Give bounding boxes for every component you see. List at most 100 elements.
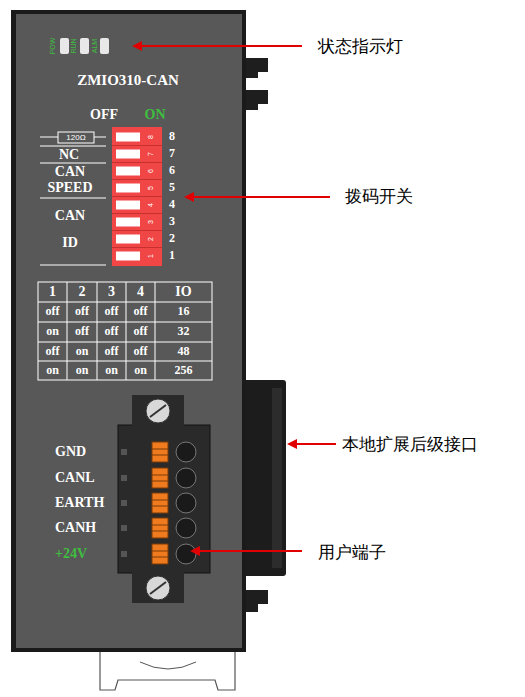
table-cell: off [105, 345, 119, 358]
table-header: 3 [108, 284, 115, 299]
spring-tab [152, 493, 168, 513]
switch-number: 2 [169, 232, 175, 245]
leader-arrow [289, 443, 336, 445]
table-cell: on [105, 364, 118, 377]
callout-label: 用户端子 [318, 543, 386, 562]
din-clip-detail [140, 662, 196, 669]
spring-tab [152, 442, 168, 462]
table-cell: off [134, 345, 148, 358]
screw-slot [150, 582, 166, 594]
wire-hole [176, 442, 196, 462]
terminal-mark [121, 525, 127, 531]
switch-number: 7 [169, 147, 175, 160]
switch-number: 8 [147, 135, 155, 139]
switch-slider [116, 201, 140, 210]
leader-arrow [192, 550, 302, 552]
table-cell: 32 [178, 325, 190, 338]
spring-tab-line [152, 506, 168, 507]
switch-slider [116, 167, 140, 176]
screw-slot [150, 405, 166, 417]
switch-slider [116, 252, 140, 261]
switch-number: 6 [169, 164, 175, 177]
table-cell: on [46, 325, 59, 338]
wire-hole [176, 468, 196, 488]
table-cell: on [76, 364, 89, 377]
table-cell: off [46, 305, 60, 318]
function-label: ID [62, 235, 78, 250]
spring-tab [152, 544, 168, 564]
switch-slider [116, 235, 140, 244]
resistor-lead [94, 137, 106, 138]
callout-label: 本地扩展后级接口 [342, 435, 478, 454]
table-grid [97, 282, 98, 380]
function-label: CAN [55, 164, 85, 179]
spring-tab-line [152, 557, 168, 558]
table-cell: 48 [178, 345, 190, 358]
wire-hole [176, 518, 196, 538]
status-led [80, 38, 89, 54]
model-name: ZMIO310-CAN [77, 72, 179, 89]
table-grid [38, 302, 212, 303]
spring-tab-line [152, 531, 168, 532]
switch-number: 2 [147, 237, 155, 241]
switch-slider [116, 218, 140, 227]
resistor-lead [40, 137, 58, 138]
table-cell: on [134, 364, 147, 377]
table-header: IO [175, 284, 191, 299]
spring-tab-line [152, 525, 168, 526]
table-header: 2 [79, 284, 86, 299]
terminal-mark [121, 449, 127, 455]
switch-divider [112, 230, 162, 231]
rail-bracket [245, 58, 268, 78]
table-header: 1 [49, 284, 56, 299]
function-label: NC [59, 147, 79, 162]
switch-number: 8 [169, 130, 175, 143]
table-cell: on [46, 364, 59, 377]
separator-line [40, 146, 106, 147]
screw [146, 399, 170, 423]
switch-divider [112, 196, 162, 197]
switch-number: 4 [169, 198, 175, 211]
dip-switch [112, 127, 162, 266]
switch-number: 3 [147, 220, 155, 224]
spring-tab-line [152, 449, 168, 450]
switch-number: 1 [169, 249, 175, 262]
terminal-flange [132, 571, 184, 603]
table-grid [38, 342, 212, 343]
expansion-connector-edge [272, 388, 282, 568]
rail-bracket [245, 90, 268, 110]
separator-line [40, 198, 106, 199]
terminal-mark [121, 500, 127, 506]
resistor-symbol [58, 132, 94, 143]
table-cell: off [105, 325, 119, 338]
housing-frame [11, 10, 246, 652]
callout-label: 拨码开关 [345, 187, 413, 206]
spring-tab-line [152, 481, 168, 482]
table-cell: off [75, 325, 89, 338]
switch-number: 1 [147, 254, 155, 258]
switch-number: 3 [169, 215, 175, 228]
switch-divider [112, 179, 162, 180]
spring-tab-line [152, 455, 168, 456]
screw [146, 576, 170, 600]
switch-divider [112, 247, 162, 248]
status-led [100, 38, 109, 54]
table-cell: off [134, 305, 148, 318]
table-header: 4 [137, 284, 144, 299]
terminal-mark [121, 551, 127, 557]
table-grid [38, 361, 212, 362]
terminal-label: GND [55, 444, 86, 459]
terminal-flange [132, 395, 184, 427]
separator-line [40, 163, 106, 164]
terminal-mark [121, 475, 127, 481]
rail-bracket [245, 590, 268, 612]
spring-tab [152, 518, 168, 538]
switch-divider [112, 162, 162, 163]
terminal-label: CANH [55, 520, 96, 535]
wire-hole [176, 544, 196, 564]
wire-hole [176, 493, 196, 513]
table-grid [38, 282, 212, 380]
table-cell: off [75, 305, 89, 318]
spring-tab-line [152, 475, 168, 476]
spring-tab-line [152, 500, 168, 501]
